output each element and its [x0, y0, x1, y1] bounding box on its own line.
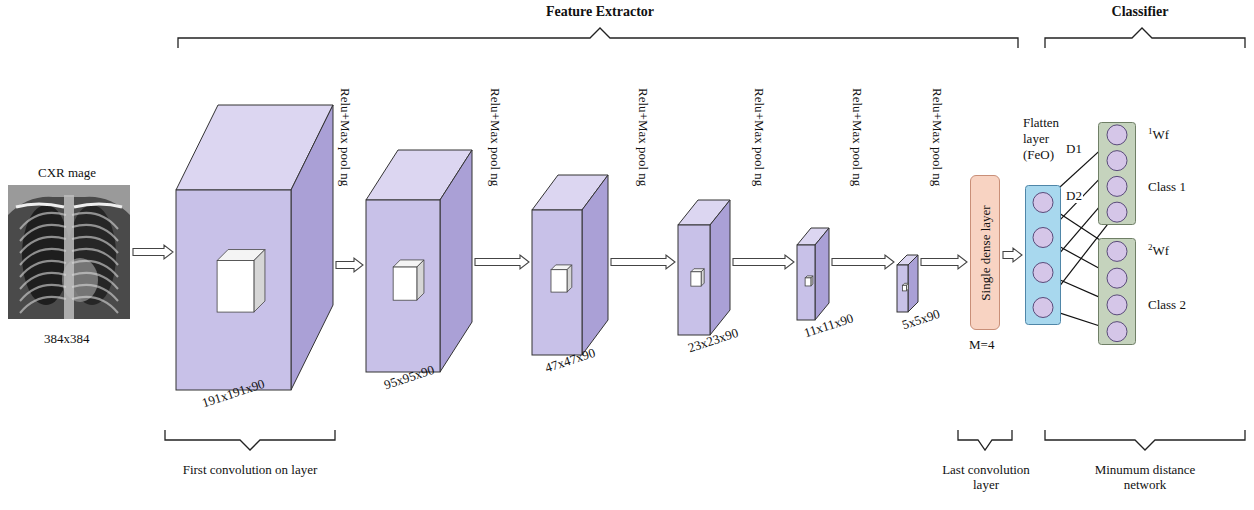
- bottom-bracket: [165, 430, 335, 450]
- flow-arrow: [336, 258, 363, 272]
- class-label: Class 1: [1148, 179, 1186, 194]
- class-label: Class 2: [1148, 297, 1186, 312]
- operation-label: Relu+Max pool ng: [338, 88, 353, 186]
- flow-arrow: [1003, 248, 1022, 262]
- neuron-column: [1025, 185, 1061, 325]
- conv-block: 47x47x90: [532, 175, 608, 355]
- operation-label: Relu+Max pool ng: [636, 88, 651, 186]
- neuron-column: [1098, 122, 1136, 225]
- operation-label: Relu+Max pool ng: [488, 88, 503, 186]
- flow-arrow: [921, 255, 967, 269]
- operation-label: Relu+Max pool ng: [850, 88, 865, 186]
- bracket-label: Minumum distance network: [1080, 462, 1210, 492]
- bottom-bracket: [958, 430, 1012, 450]
- conv-block: 11x11x90: [797, 228, 829, 320]
- dense-layer: Single dense layerM=4: [970, 175, 1000, 330]
- flatten-layer: Flatten layer (FeO): [1025, 185, 1061, 325]
- flow-arrow: [611, 255, 675, 269]
- unit-count: M=4: [969, 337, 994, 352]
- prism-shape: [897, 255, 918, 312]
- top-bracket: [1045, 28, 1245, 48]
- flow-arrow: [832, 255, 894, 269]
- weight-label: 2Wf: [1148, 240, 1169, 258]
- image-size: 384x384: [44, 331, 90, 346]
- class-group: 2WfClass 2: [1098, 238, 1136, 345]
- prism-shape: [797, 228, 829, 320]
- section-title: Classifier: [1085, 4, 1195, 19]
- operation-label: Relu+Max pool ng: [752, 88, 767, 186]
- weight-label: 1Wf: [1148, 124, 1169, 142]
- class-group: 1WfClass 1: [1098, 122, 1136, 225]
- bracket-label: Last convolution layer: [930, 462, 1042, 492]
- top-bracket: [178, 28, 1018, 48]
- distance-label: D1: [1065, 141, 1083, 156]
- conv-block: 191x191x90: [176, 105, 333, 390]
- prism-shape: [678, 200, 730, 335]
- flow-arrow: [475, 255, 529, 269]
- dense-layer-name: Single dense layer: [978, 205, 993, 300]
- input-image: CXR mage 384x384: [8, 165, 130, 350]
- prism-shape: [366, 150, 472, 372]
- conv-block: 5x5x90: [897, 255, 918, 312]
- conv-block: 95x95x90: [366, 150, 472, 372]
- prism-shape: [176, 105, 333, 390]
- flow-arrow: [133, 245, 173, 259]
- operation-label: Relu+Max pool ng: [930, 88, 945, 186]
- bracket-label: First convolution on layer: [160, 462, 340, 477]
- neuron-column: [1098, 238, 1136, 345]
- section-title: Feature Extractor: [540, 4, 660, 19]
- flow-arrow: [733, 255, 794, 269]
- conv-block: 23x23x90: [678, 200, 730, 335]
- bottom-bracket: [1045, 430, 1245, 450]
- distance-label: D2: [1065, 188, 1083, 203]
- prism-shape: [532, 175, 608, 355]
- image-caption: CXR mage: [38, 165, 96, 180]
- chest-xray-image: [8, 185, 130, 319]
